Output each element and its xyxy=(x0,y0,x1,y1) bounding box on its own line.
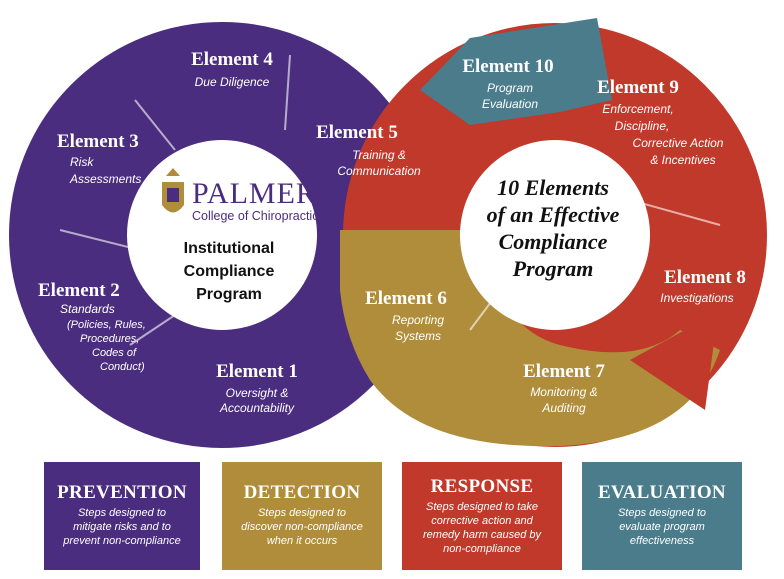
evaluation-box: EVALUATION Steps designed to evaluate pr… xyxy=(582,462,742,570)
element-4-title: Element 4 xyxy=(191,49,273,70)
element-1-line-2: Accountability xyxy=(219,401,295,415)
evaluation-desc-2: evaluate program xyxy=(619,521,705,533)
detection-desc-1: Steps designed to xyxy=(257,507,347,519)
response-title: RESPONSE xyxy=(430,476,534,497)
right-center-line-4: Program xyxy=(512,256,594,281)
detection-desc-2: discover non-compliance xyxy=(241,521,363,533)
element-3-line-2: Assessments xyxy=(69,172,141,186)
element-7-line-2: Auditing xyxy=(541,401,586,415)
evaluation-arrow-tip xyxy=(420,38,470,125)
segment-dividers xyxy=(59,54,721,346)
element-1-title: Element 1 xyxy=(216,361,298,382)
prevention-desc-3: prevent non-compliance xyxy=(63,535,181,547)
logo-word: PALMER xyxy=(192,177,317,210)
element-9-line-2: Discipline, xyxy=(615,119,670,133)
prevention-title: PREVENTION xyxy=(57,482,187,503)
element-9-line-3: Corrective Action xyxy=(633,136,724,150)
element-9-line-4: & Incentives xyxy=(650,153,715,167)
left-center-line-1: Institutional xyxy=(184,240,275,257)
detection-band xyxy=(340,230,720,447)
element-3-title: Element 3 xyxy=(57,131,139,152)
element-2-title: Element 2 xyxy=(38,280,120,301)
palmer-crest-icon xyxy=(162,168,184,213)
response-desc-1: Steps designed to take xyxy=(426,501,538,513)
element-8-title: Element 8 xyxy=(664,267,746,288)
element-5-title: Element 5 xyxy=(316,122,398,143)
element-4-line-1: Due Diligence xyxy=(195,75,270,89)
detection-title: DETECTION xyxy=(243,482,361,503)
element-7-title: Element 7 xyxy=(523,361,605,382)
element-8-line-1: Investigations xyxy=(660,291,733,305)
right-center-line-2: of an Effective xyxy=(487,202,620,227)
prevention-desc-2: mitigate risks and to xyxy=(73,521,171,533)
right-center-line-1: 10 Elements xyxy=(497,175,609,200)
element-7-line-1: Monitoring & xyxy=(530,385,597,399)
left-center-line-3: Program xyxy=(196,286,262,303)
response-desc-2: corrective action and xyxy=(431,515,533,527)
detection-desc-3: when it occurs xyxy=(266,535,338,547)
response-arrow-tip xyxy=(630,312,718,410)
element-10-line-2: Evaluation xyxy=(482,97,538,111)
element-6-line-1: Reporting xyxy=(392,313,444,327)
element-5-line-2: Communication xyxy=(337,164,421,178)
element-2-line-2: (Policies, Rules, xyxy=(67,319,146,331)
element-5-line-1: Training & xyxy=(352,148,406,162)
evaluation-desc-1: Steps designed to xyxy=(617,507,707,519)
logo-sub: College of Chiropractic xyxy=(192,209,318,223)
response-desc-4: non-compliance xyxy=(443,543,521,555)
element-1-line-1: Oversight & xyxy=(226,386,289,400)
element-3-line-1: Risk xyxy=(70,155,94,169)
right-center-line-3: Compliance xyxy=(499,229,608,254)
detection-box: DETECTION Steps designed to discover non… xyxy=(222,462,382,570)
element-2-line-5: Conduct) xyxy=(100,361,145,373)
element-9-line-1: Enforcement, xyxy=(602,102,673,116)
prevention-box: PREVENTION Steps designed to mitigate ri… xyxy=(44,462,200,570)
evaluation-title: EVALUATION xyxy=(598,482,726,503)
right-center-circle xyxy=(460,140,650,330)
element-9-title: Element 9 xyxy=(597,77,679,98)
element-6-title: Element 6 xyxy=(365,288,447,309)
left-center-line-2: Compliance xyxy=(184,263,275,280)
element-10-title: Element 10 xyxy=(462,56,553,77)
element-10-line-1: Program xyxy=(487,81,533,95)
element-2-line-4: Codes of xyxy=(92,347,137,359)
element-2-line-3: Procedures, xyxy=(80,333,139,345)
response-desc-3: remedy harm caused by xyxy=(423,529,541,541)
evaluation-segment xyxy=(430,18,612,125)
element-6-line-2: Systems xyxy=(395,329,441,343)
response-box: RESPONSE Steps designed to take correcti… xyxy=(402,462,562,570)
evaluation-desc-3: effectiveness xyxy=(629,535,695,547)
prevention-desc-1: Steps designed to xyxy=(77,507,167,519)
element-2-line-1: Standards xyxy=(60,302,115,316)
